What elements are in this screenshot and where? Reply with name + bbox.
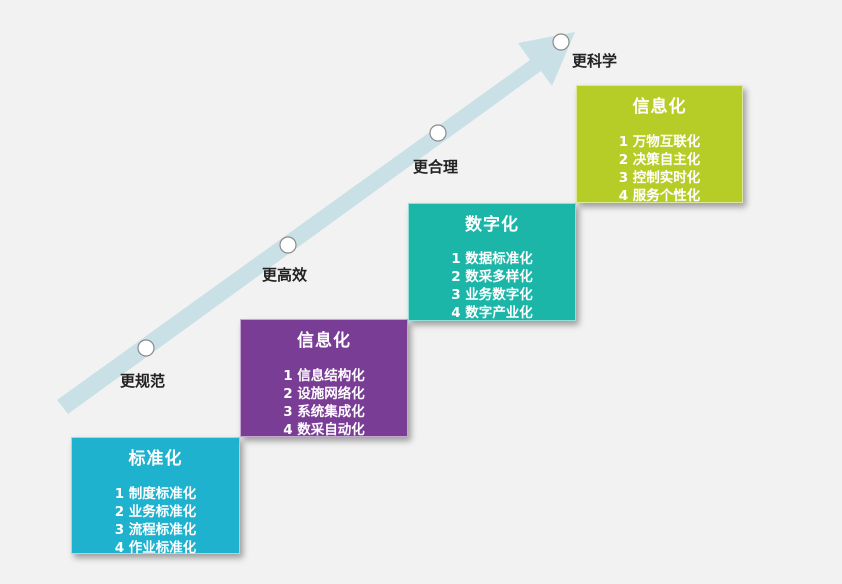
stage-item: 2 决策自主化: [618, 152, 701, 168]
arrow-shape: [57, 32, 575, 414]
stage-item: 1 制度标准化: [114, 486, 197, 502]
stage-item: 4 作业标准化: [114, 540, 197, 556]
stage-item: 3 控制实时化: [618, 170, 701, 186]
stage-item: 2 数采多样化: [451, 269, 533, 285]
stage-box-standardization: 标准化 1 制度标准化 2 业务标准化 3 流程标准化 4 作业标准化: [71, 437, 240, 557]
stage-items: 1 信息结构化 2 设施网络化 3 系统集成化 4 数采自动化: [241, 367, 407, 439]
stage-item: 4 服务个性化: [618, 188, 701, 204]
stage-box-informatization: 信息化 1 信息结构化 2 设施网络化 3 系统集成化 4 数采自动化: [240, 319, 408, 439]
milestone-dot-3: [429, 124, 447, 142]
stage-item: 3 系统集成化: [283, 404, 365, 420]
stage-title: 数字化: [465, 215, 519, 235]
stage-items: 1 万物互联化 2 决策自主化 3 控制实时化 4 服务个性化: [577, 133, 742, 205]
stage-box-intelligence: 信息化 1 万物互联化 2 决策自主化 3 控制实时化 4 服务个性化: [576, 85, 743, 205]
milestone-label-3: 更合理: [413, 158, 459, 176]
milestone-label-2: 更高效: [262, 266, 308, 284]
stage-title: 信息化: [632, 97, 687, 117]
stage-item: 1 信息结构化: [283, 368, 365, 384]
stage-title: 信息化: [297, 331, 351, 351]
milestone-dot-4: [552, 33, 570, 51]
stage-item: 3 业务数字化: [451, 287, 533, 303]
stage-items: 1 数据标准化 2 数采多样化 3 业务数字化 4 数字产业化: [409, 250, 575, 322]
milestone-dot-2: [279, 236, 297, 254]
stage-items: 1 制度标准化 2 业务标准化 3 流程标准化 4 作业标准化: [72, 485, 239, 557]
stage-item: 3 流程标准化: [114, 522, 197, 538]
milestone-label-4: 更科学: [572, 52, 618, 70]
stage-title: 标准化: [128, 449, 183, 469]
stage-item: 1 数据标准化: [451, 251, 533, 267]
stage-item: 4 数字产业化: [451, 305, 533, 321]
stage-item: 1 万物互联化: [618, 134, 701, 150]
stage-item: 4 数采自动化: [283, 422, 365, 438]
stage-box-digitalization: 数字化 1 数据标准化 2 数采多样化 3 业务数字化 4 数字产业化: [408, 203, 576, 321]
stage-item: 2 业务标准化: [114, 504, 197, 520]
stage-item: 2 设施网络化: [283, 386, 365, 402]
milestone-dot-1: [137, 339, 155, 357]
milestone-label-1: 更规范: [120, 372, 166, 390]
